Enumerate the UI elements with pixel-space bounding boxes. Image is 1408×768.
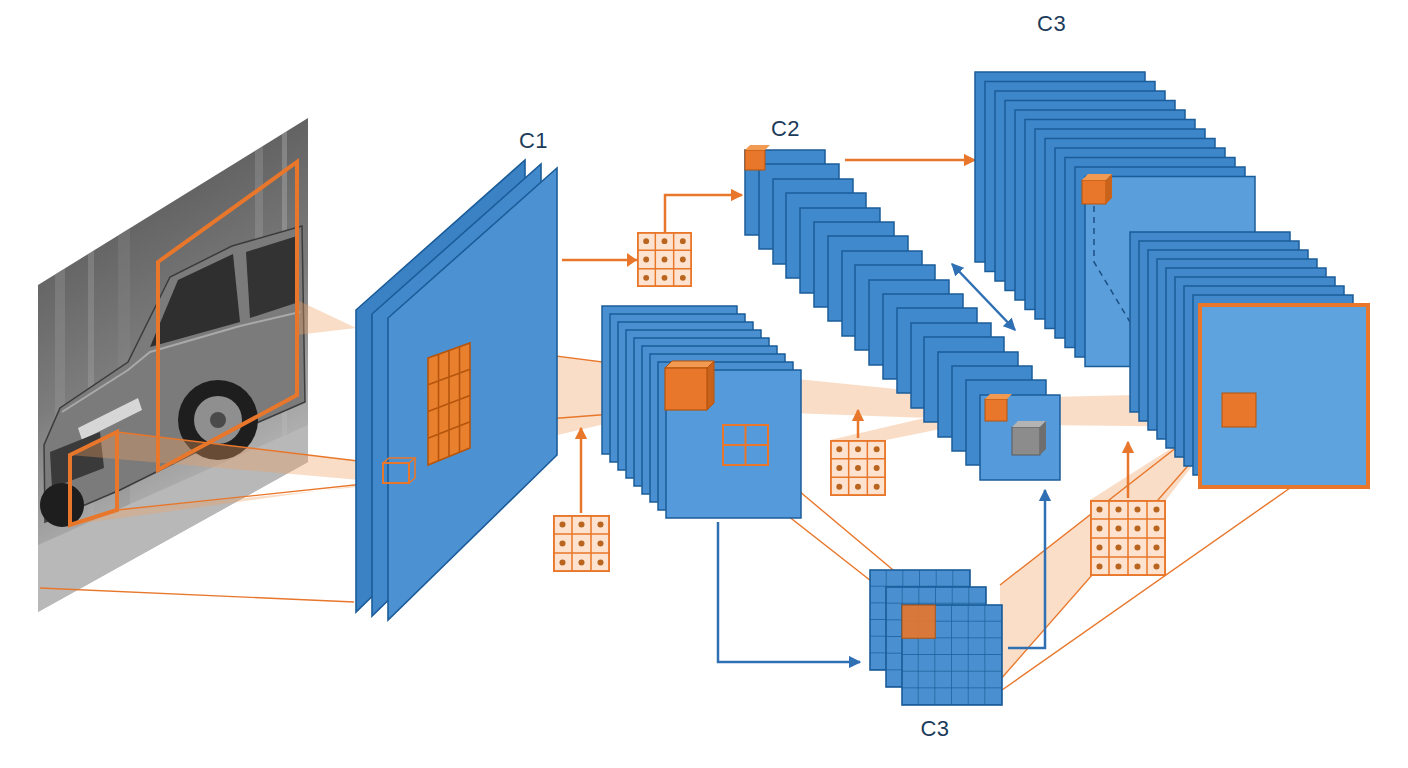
projection-lines [40, 345, 1290, 690]
c1-feature-maps [356, 160, 557, 620]
receptive-field-beams [70, 300, 1222, 680]
layer-label: C3 [1037, 11, 1066, 36]
feature-map-stack: C3 [865, 565, 1005, 745]
feature-map-stack: C1 [350, 122, 562, 622]
pooled-highlight [665, 361, 768, 465]
flow-connector [845, 159, 975, 162]
c3-output-unit [1222, 393, 1256, 427]
layer-label: C2 [771, 116, 800, 141]
car-bounding-boxes [70, 162, 297, 525]
layer-label: C3 [920, 716, 949, 741]
flow-arrows [581, 253, 1128, 662]
layer-label: C1 [519, 128, 548, 153]
pooled-feature-maps [602, 306, 801, 518]
input-image [38, 100, 308, 620]
c3-feature-maps-front [1130, 232, 1368, 487]
c1-receptive-grid [383, 343, 470, 483]
feature-map-stack: C2 [742, 110, 845, 485]
c3-top-detail [1082, 174, 1130, 322]
feature-map-stack: C3 [975, 5, 1365, 490]
c3-bottom-grids [870, 570, 1002, 705]
convolution-kernels [554, 233, 1165, 575]
